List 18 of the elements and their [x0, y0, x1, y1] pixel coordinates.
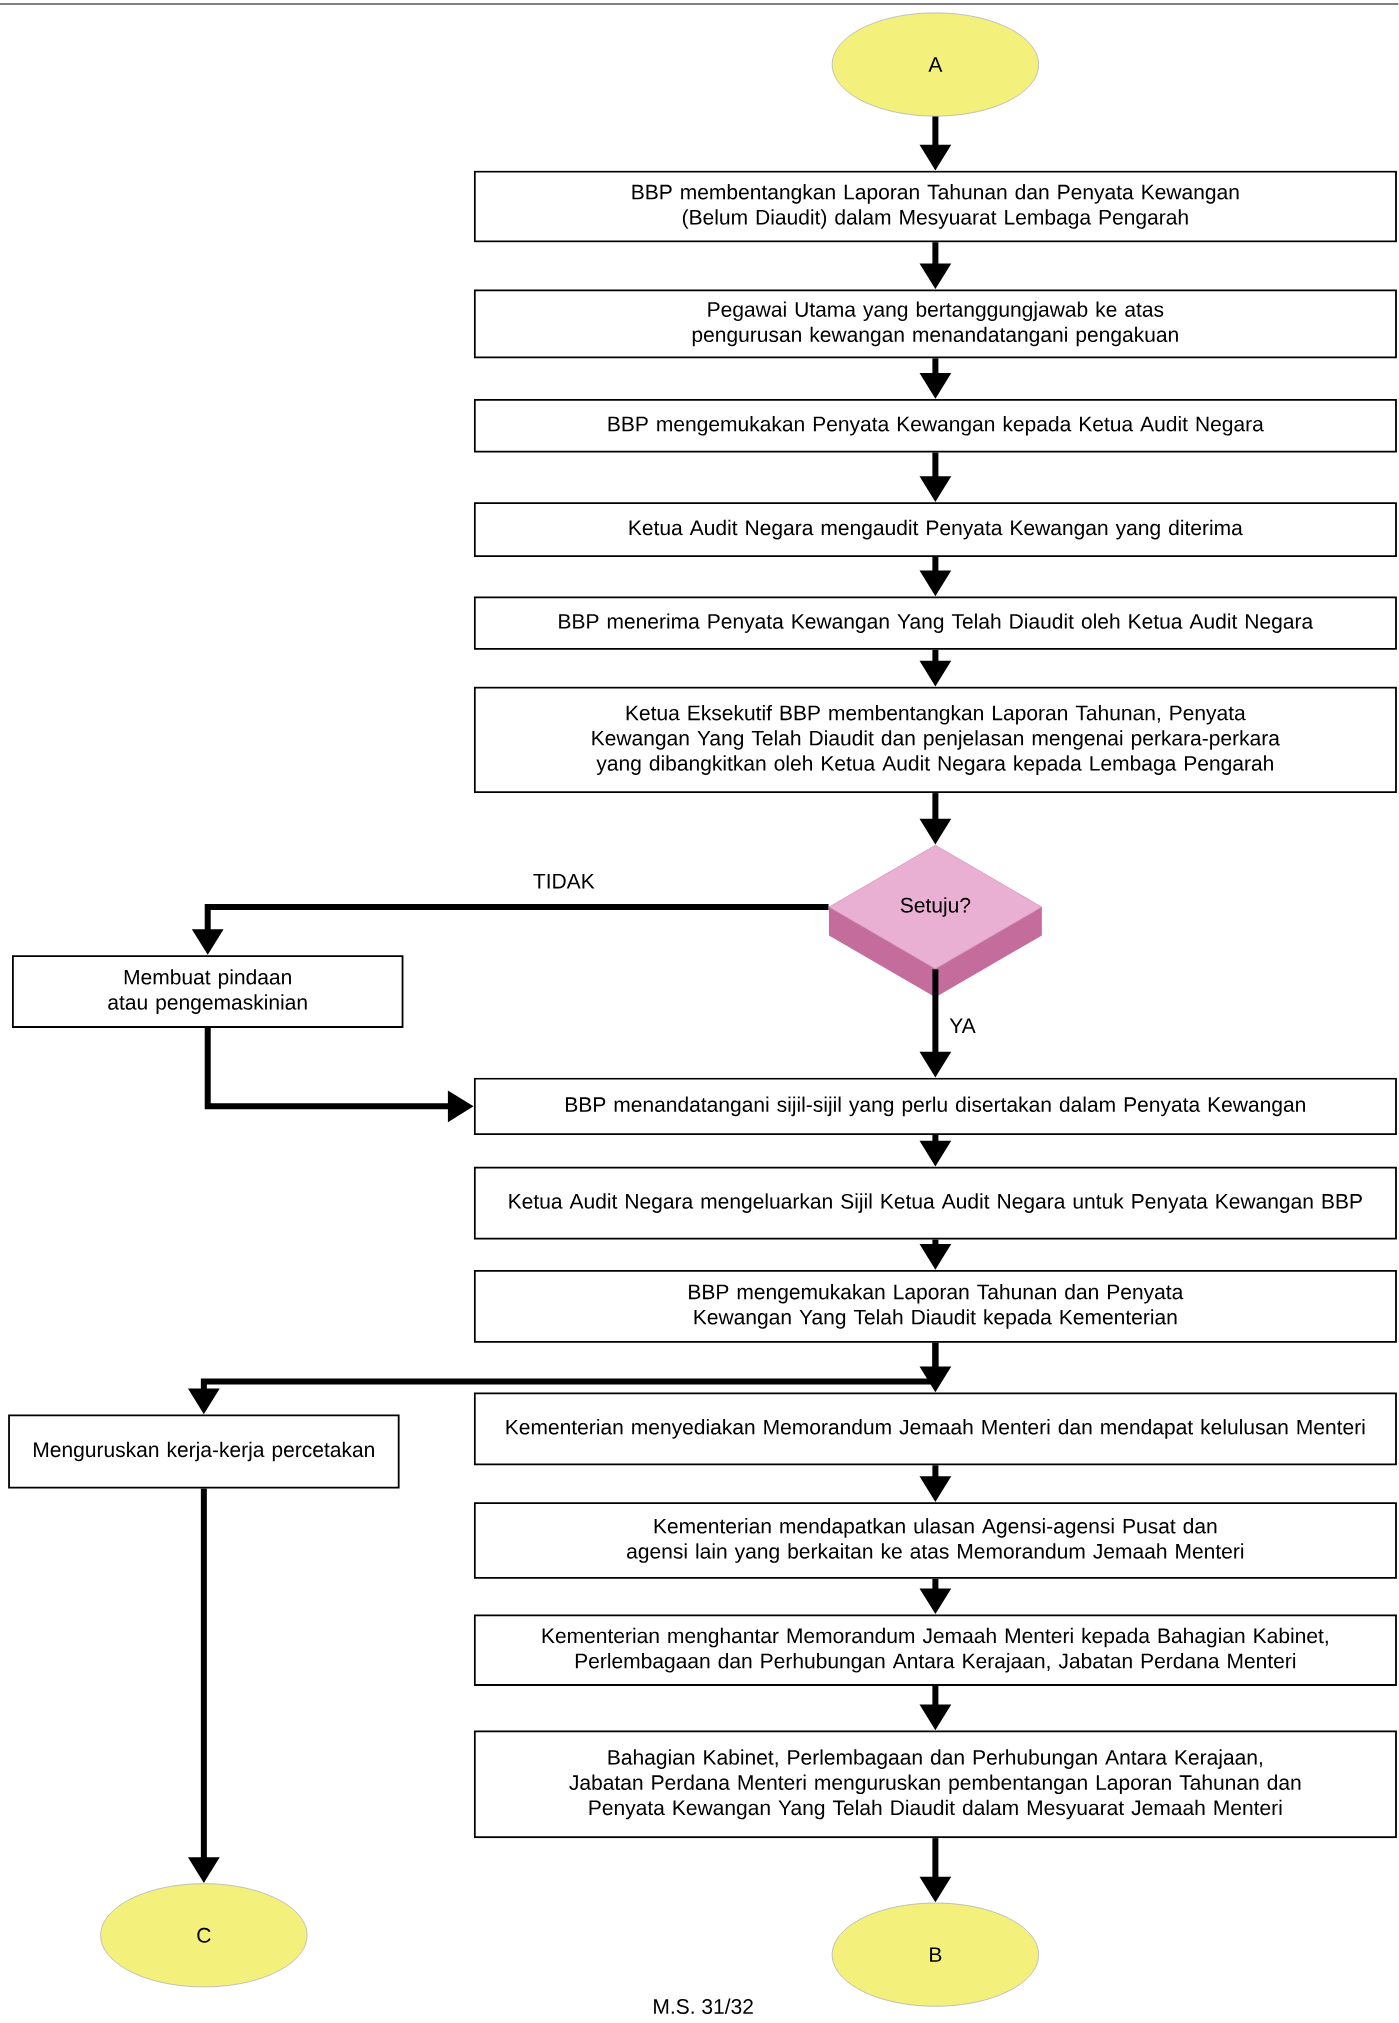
process-box: BBP menandatangani sijil-sijil yang perlu disertakan dalam Penyata Kewangan [474, 1077, 1398, 1135]
process-box: Kementerian mendapatkan ulasan Agensi-agensi Pusat dan agensi lain yang berkaitan ke atas Memorandum Jemaah Menteri [474, 1502, 1398, 1579]
process-box: BBP menerima Penyata Kewangan Yang Telah Diaudit oleh Ketua Audit Negara [474, 596, 1398, 650]
process-box: Bahagian Kabinet, Perlembagaan dan Perhubungan Antara Kerajaan, Jabatan Perdana Menteri menguruskan pembentangan Laporan Tahunan dan Penyata Kewangan Yang Telah Diaudit dalam Mesyuarat Jemaah Menteri [474, 1730, 1398, 1839]
process-box: BBP mengemukakan Laporan Tahunan dan Penyata Kewangan Yang Telah Diaudit kepada Kementerian [474, 1269, 1398, 1343]
edge-label: YA [947, 1016, 978, 1035]
process-box: Ketua Audit Negara mengaudit Penyata Kewangan yang diterima [474, 502, 1398, 557]
process-box: Menguruskan kerja-kerja percetakan [8, 1414, 400, 1489]
process-box: Kementerian menghantar Memorandum Jemaah Menteri kepada Bahagian Kabinet, Perlembagaan dan Perhubungan Antara Kerajaan, Jabatan Perdana Menteri [474, 1614, 1398, 1686]
process-box: Ketua Eksekutif BBP membentangkan Laporan Tahunan, Penyata Kewangan Yang Telah Diaudit dan penjelasan mengenai perkara-perkara yang dibangkitkan oleh Ketua Audit Negara kepada Lembaga Pengarah [474, 686, 1398, 794]
process-box: BBP membentangkan Laporan Tahunan dan Penyata Kewangan (Belum Diaudit) dalam Mesyuarat Lembaga Pengarah [474, 170, 1398, 243]
process-box: Pegawai Utama yang bertanggungjawab ke atas pengurusan kewangan menandatangani pengakuan [474, 289, 1398, 359]
process-box: Kementerian menyediakan Memorandum Jemaah Menteri dan mendapat kelulusan Menteri [474, 1392, 1398, 1466]
process-box: BBP mengemukakan Penyata Kewangan kepada Ketua Audit Negara [474, 399, 1398, 453]
edge-label: TIDAK [531, 872, 597, 891]
process-box: Membuat pindaan atau pengemaskinian [12, 955, 404, 1028]
process-box: Ketua Audit Negara mengeluarkan Sijil Ketua Audit Negara untuk Penyata Kewangan BBP [474, 1166, 1398, 1240]
page-number: M.S. 31/32 [654, 1998, 754, 2014]
